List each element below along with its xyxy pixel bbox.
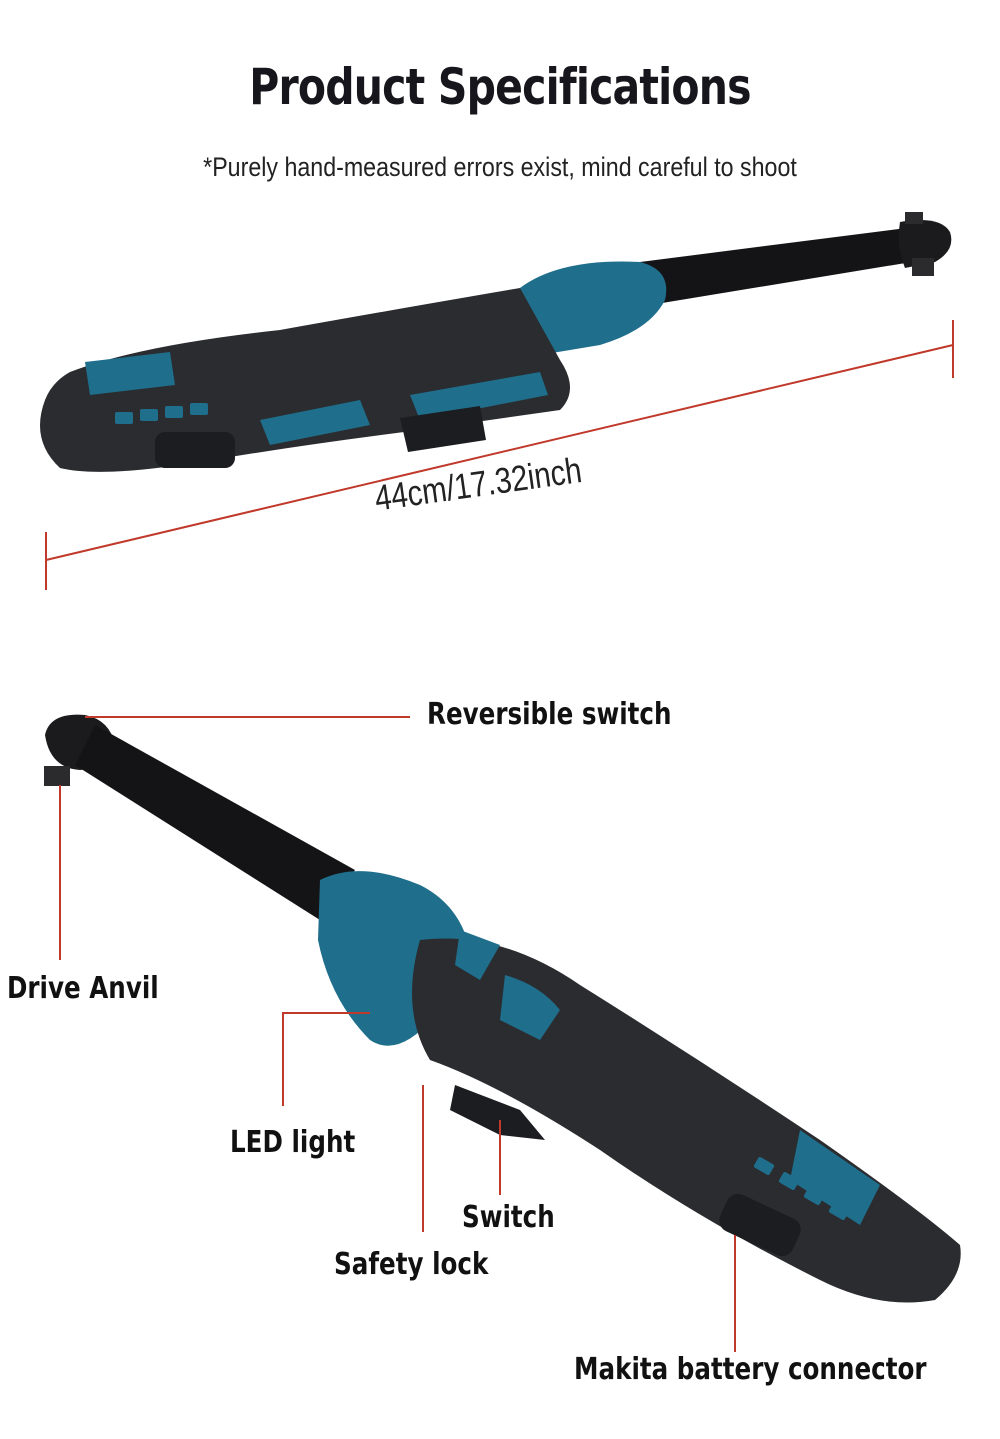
callout-switch: Switch bbox=[462, 1200, 555, 1235]
callout-reversible-switch: Reversible switch bbox=[427, 697, 672, 732]
callout-safety-lock: Safety lock bbox=[334, 1247, 489, 1282]
ratchet-tool-top bbox=[40, 212, 952, 472]
ratchet-tool-bottom bbox=[44, 714, 961, 1303]
page-subtitle: *Purely hand-measured errors exist, mind… bbox=[203, 152, 797, 182]
page-title: Product Specifications bbox=[249, 58, 751, 116]
dimension-line bbox=[45, 320, 954, 590]
callout-drive-anvil: Drive Anvil bbox=[7, 971, 159, 1006]
callout-lines bbox=[59, 716, 736, 1352]
callout-battery-connector: Makita battery connector bbox=[574, 1352, 927, 1387]
callout-led-light: LED light bbox=[230, 1125, 356, 1160]
